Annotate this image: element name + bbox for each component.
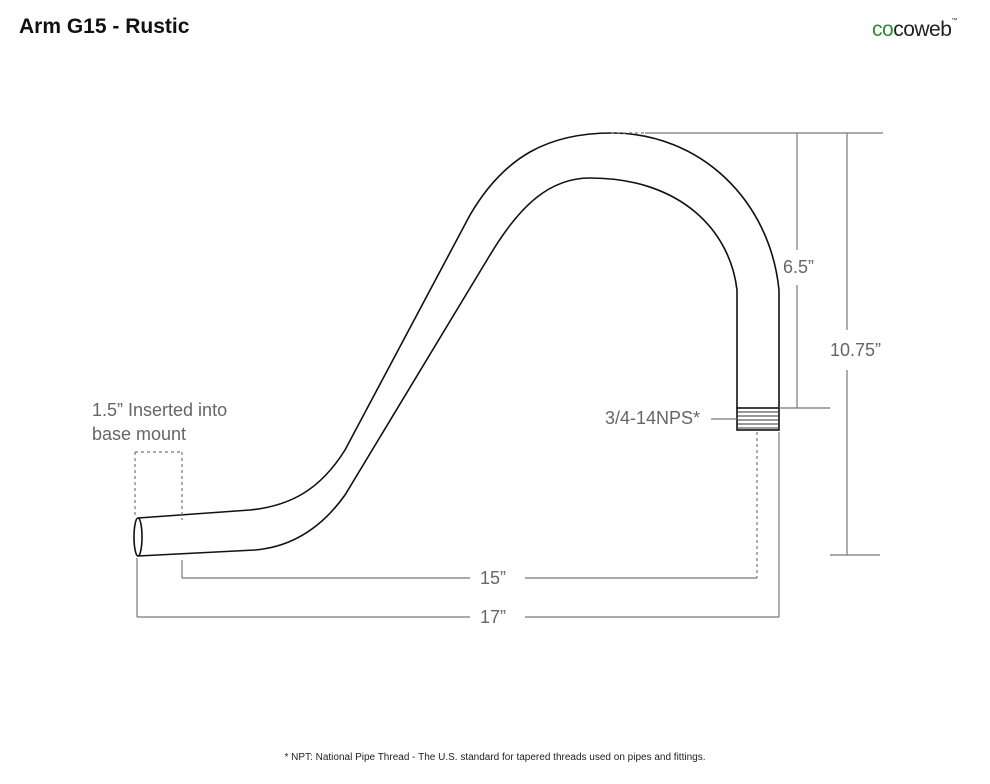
pipe-outline (133, 132, 780, 557)
pipe-end (133, 517, 143, 557)
inserted-label-line1: 1.5” Inserted into (92, 400, 228, 420)
logo-tm: ™ (951, 18, 957, 24)
dimension-6-5: 6.5” (783, 257, 815, 277)
pipe-thread (736, 407, 780, 431)
dimension-lines (134, 132, 883, 618)
dimension-15: 15” (480, 568, 507, 588)
logo-part: co (872, 18, 894, 41)
inserted-label-line2: base mount (92, 424, 187, 444)
cocoweb-logo: cocoweb™ (872, 18, 957, 42)
page-title: Arm G15 - Rustic (19, 15, 190, 38)
thread-lines (737, 411, 779, 429)
dimension-17: 17” (480, 607, 507, 627)
footnote: * NPT: National Pipe Thread - The U.S. s… (284, 752, 706, 763)
logo-part: coweb (893, 18, 952, 41)
thread-label: 3/4-14NPS* (605, 408, 701, 428)
pipe-inner-edge (137, 177, 738, 557)
pipe-outer-edge (137, 132, 780, 519)
dimension-10-75: 10.75” (830, 340, 882, 360)
